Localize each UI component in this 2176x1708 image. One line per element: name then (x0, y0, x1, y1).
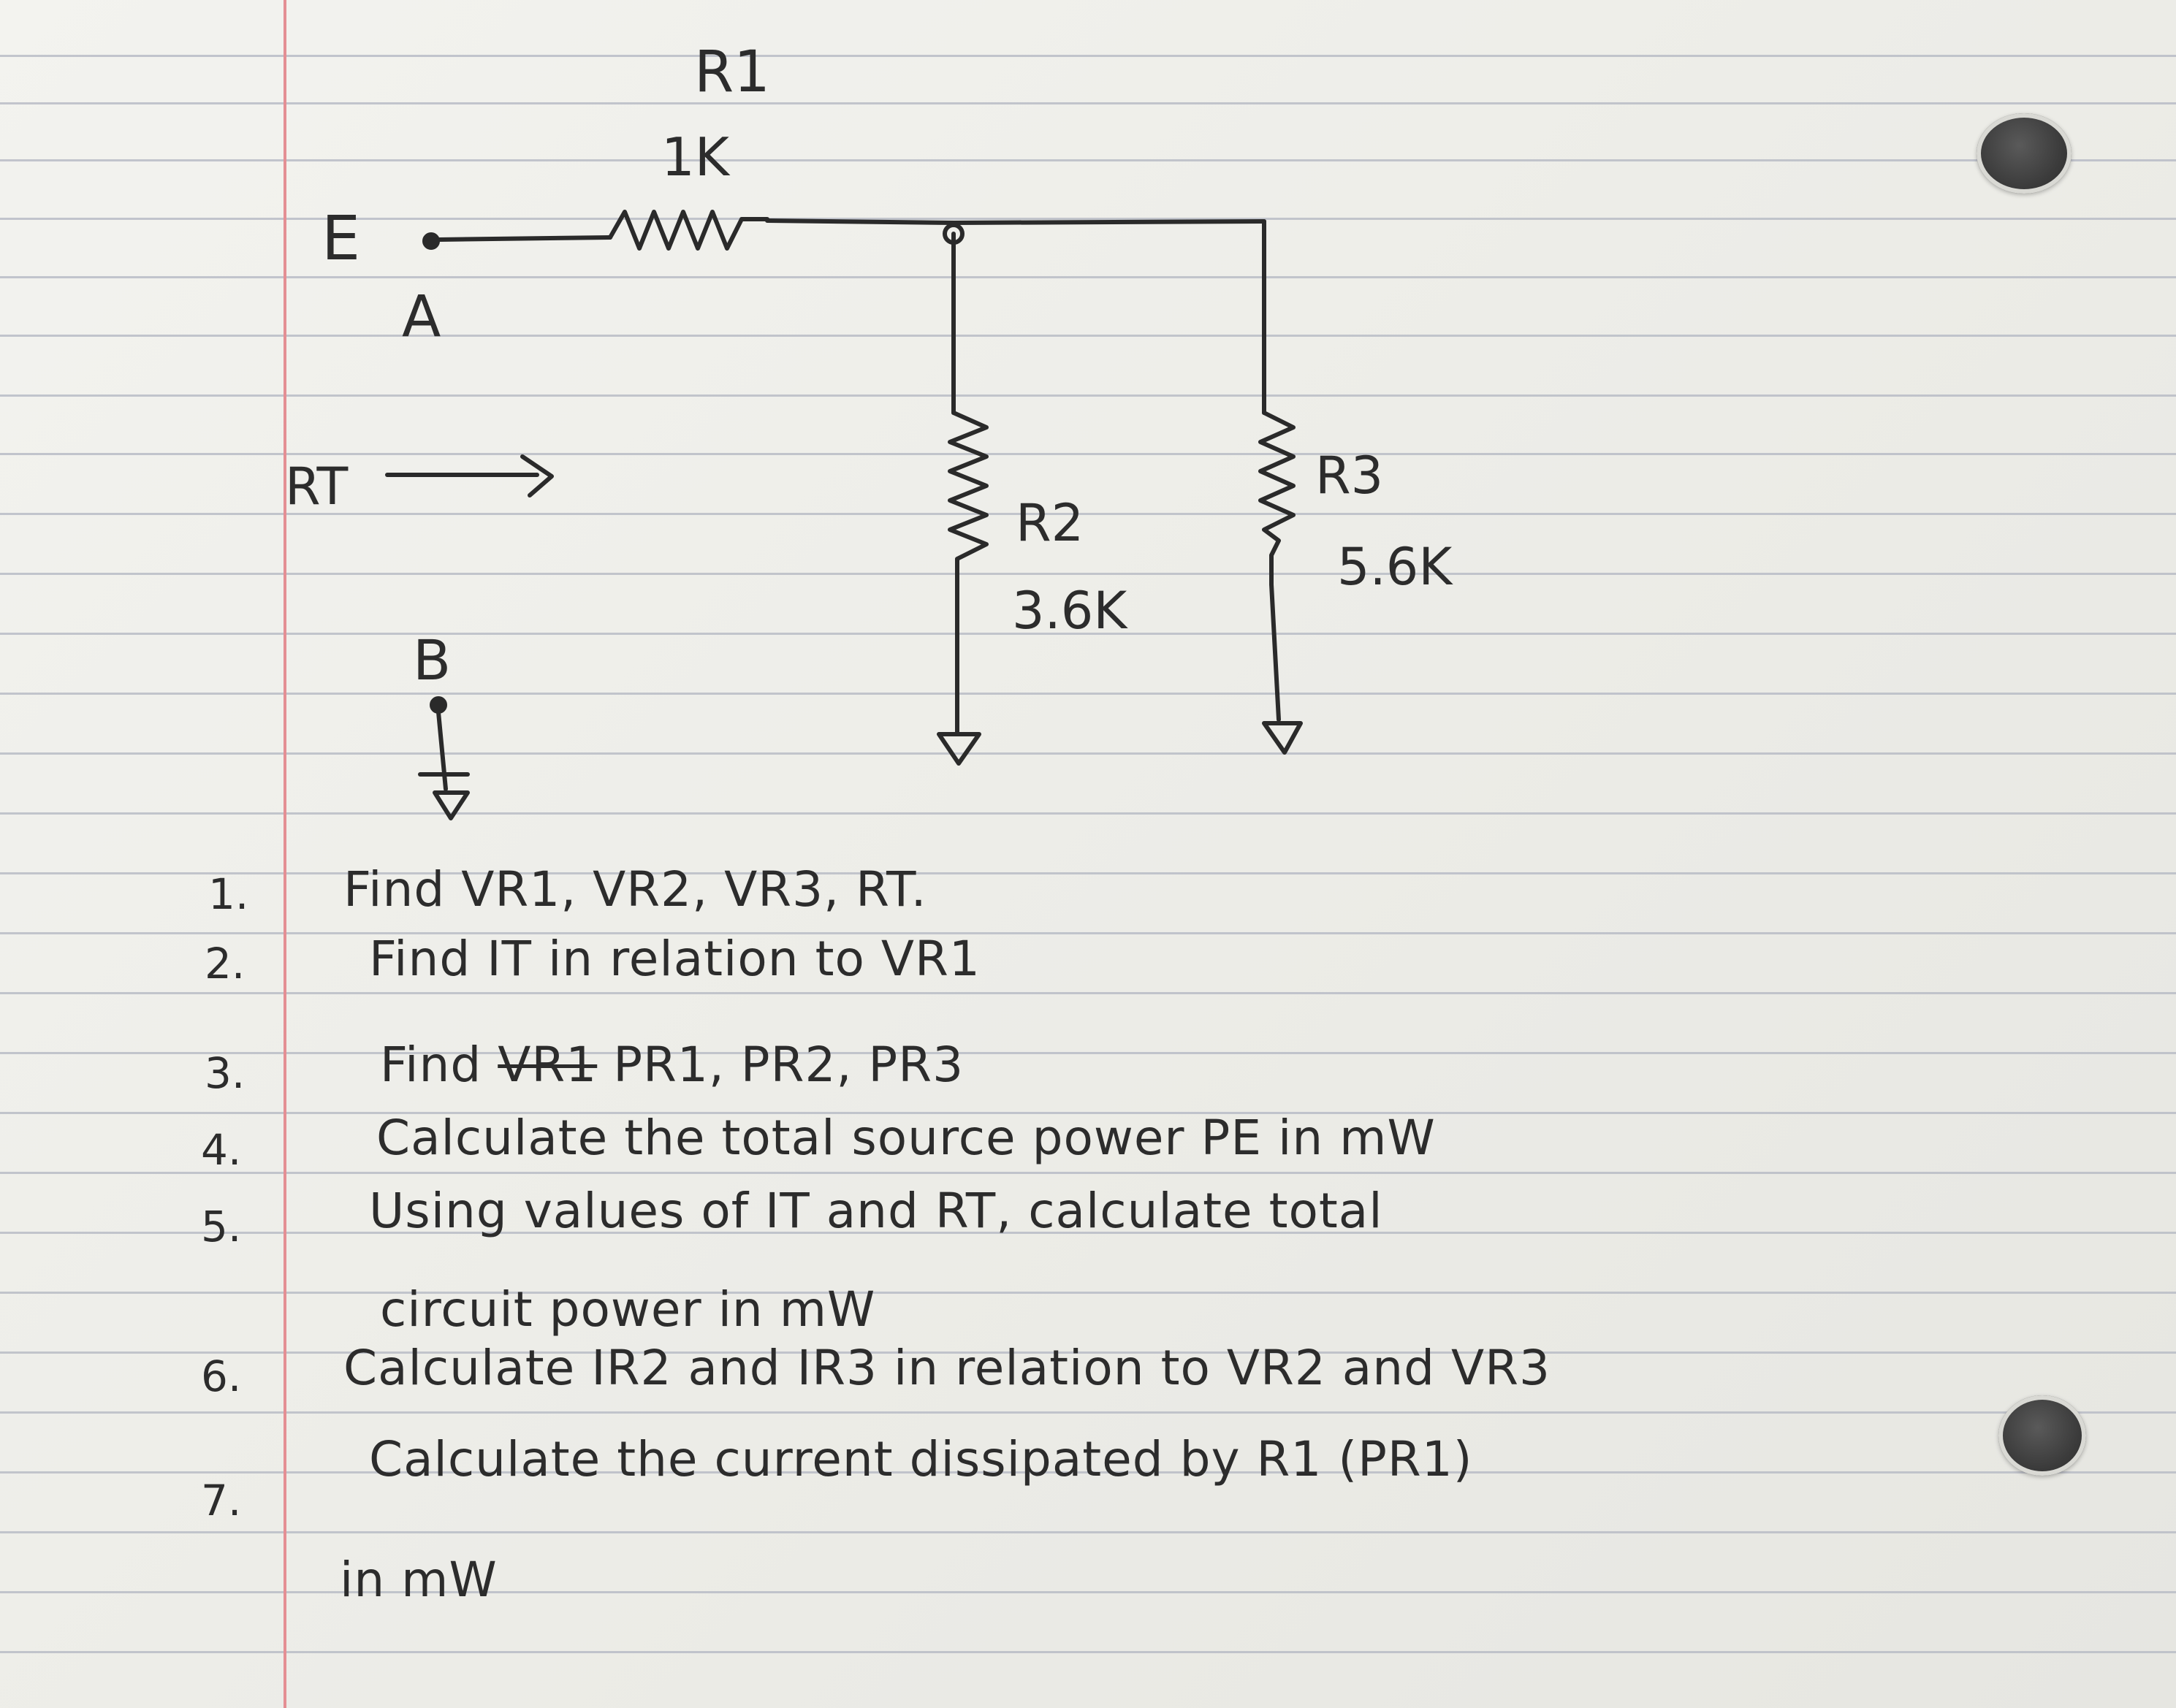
ruled-line (0, 1172, 2176, 1174)
r2-value: 3.6K (1012, 581, 1128, 641)
ruled-line (0, 573, 2176, 575)
ruled-line (0, 1411, 2176, 1414)
punch-hole (1977, 113, 2072, 194)
ruled-line (0, 335, 2176, 337)
ground-icon (937, 732, 981, 766)
question-text: Find VR1, VR2, VR3, RT. (343, 861, 927, 918)
ruled-line (0, 453, 2176, 455)
question-text: Using values of IT and RT, calculate tot… (369, 1183, 1383, 1239)
wire (1269, 582, 1281, 722)
question-text: Find VR1 PR1, PR2, PR3 (380, 1041, 964, 1089)
margin-line (284, 0, 286, 1708)
ruled-line (0, 218, 2176, 220)
ruled-line (0, 394, 2176, 397)
ruled-line (0, 1052, 2176, 1054)
r3-value: 5.6K (1337, 537, 1453, 597)
ruled-line (0, 1112, 2176, 1114)
ruled-line (0, 932, 2176, 934)
question-number: 5. (201, 1202, 242, 1251)
punch-hole (1998, 1395, 2086, 1476)
r2-label: R2 (1016, 493, 1084, 553)
struck-text: VR1 (498, 1037, 598, 1093)
question-number: 7. (201, 1476, 242, 1525)
ruled-line (0, 1232, 2176, 1234)
question-text: Calculate the current dissipated by R1 (… (369, 1431, 1473, 1487)
ruled-line (0, 872, 2176, 874)
question-number: 3. (205, 1048, 246, 1098)
question-text: Find IT in relation to VR1 (369, 931, 981, 987)
wire (951, 219, 1266, 225)
wire (765, 218, 956, 225)
ruled-line (0, 1351, 2176, 1354)
question-text: Calculate the total source power PE in m… (376, 1110, 1436, 1166)
ruled-line (0, 1651, 2176, 1653)
question-number: 4. (201, 1125, 242, 1175)
r3-resistor (1258, 411, 1296, 587)
question-number: 1. (208, 869, 249, 919)
ruled-line (0, 159, 2176, 161)
ruled-line (0, 513, 2176, 515)
ruled-line (0, 1292, 2176, 1294)
ruled-line (0, 276, 2176, 278)
node-a-label: A (402, 284, 441, 350)
rt-arrow-head (520, 454, 554, 497)
ruled-line (0, 1591, 2176, 1593)
question-text-continued: in mW (340, 1552, 498, 1608)
ruled-line (0, 102, 2176, 104)
ruled-line (0, 55, 2176, 57)
wire (436, 710, 448, 791)
ruled-line (0, 992, 2176, 994)
question-text-part: PR1, PR2, PR3 (613, 1037, 965, 1093)
ruled-line (0, 1531, 2176, 1533)
question-number: 6. (201, 1351, 242, 1401)
question-text-continued: circuit power in mW (380, 1281, 876, 1338)
r1-value: 1K (661, 126, 731, 188)
node-b-label: B (413, 628, 451, 693)
rt-label: RT (285, 457, 349, 516)
ground-icon (1262, 721, 1303, 755)
question-number: 2. (205, 939, 246, 988)
question-text-part: Find (380, 1037, 482, 1093)
ruled-line (0, 693, 2176, 695)
ruled-line (0, 1471, 2176, 1473)
source-label: E (322, 202, 360, 274)
r1-resistor (608, 210, 769, 251)
ruled-line (0, 812, 2176, 815)
ruled-line (0, 752, 2176, 755)
r2-resistor (948, 411, 989, 587)
question-text: Calculate IR2 and IR3 in relation to VR2… (343, 1340, 1551, 1396)
ruled-line (0, 633, 2176, 635)
r3-label: R3 (1315, 446, 1383, 506)
ground-icon (433, 790, 470, 820)
wire (436, 235, 612, 242)
terminal-b-dot (430, 696, 447, 714)
terminal-a-dot (422, 232, 440, 250)
r1-label: R1 (694, 39, 770, 105)
